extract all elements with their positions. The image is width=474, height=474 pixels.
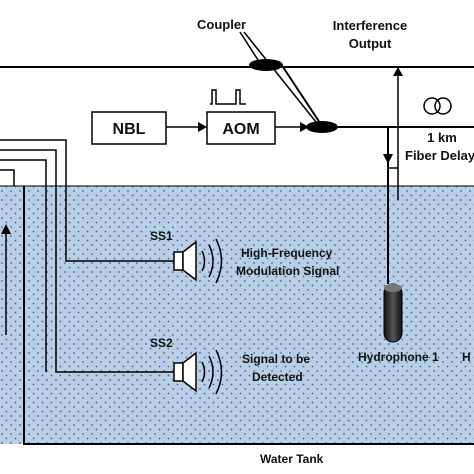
- nbl-box: [91, 111, 167, 145]
- signal-label-1: Signal to be: [242, 352, 310, 366]
- interference-label-1: Interference: [333, 18, 407, 33]
- signal-label-2: Detected: [252, 370, 303, 384]
- arrowhead-icon: [383, 154, 393, 164]
- coupler-top: [249, 59, 283, 71]
- aom-label: AOM: [222, 121, 259, 138]
- speaker-icon: [173, 349, 223, 395]
- interference-label-2: Output: [349, 36, 392, 51]
- fiber-delay-icon: [423, 97, 452, 115]
- aom-box: [206, 111, 276, 145]
- speaker-icon: [173, 238, 223, 284]
- pulse-icon: [210, 89, 246, 105]
- water-tank: [0, 185, 474, 445]
- fiber-delay-label-2: Fiber Delay: [405, 148, 474, 163]
- arrowhead-icon: [393, 67, 403, 76]
- hydrophone-1-label: Hydrophone 1: [358, 350, 439, 364]
- water-tank-label: Water Tank: [260, 452, 324, 466]
- coupler-pointer-2: [243, 31, 317, 123]
- coupler-bottom: [306, 121, 338, 133]
- ss2-return: [0, 159, 47, 372]
- coupler-label: Coupler: [197, 17, 246, 32]
- hf-label-2: Modulation Signal: [236, 264, 339, 278]
- fiber-delay-label-1: 1 km: [427, 130, 457, 145]
- arrowhead-icon: [1, 224, 11, 234]
- ss1-label: SS1: [150, 229, 173, 243]
- ss2-label: SS2: [150, 336, 173, 350]
- tank-wall: [23, 186, 474, 445]
- hf-label-1: High-Frequency: [241, 246, 333, 260]
- arrowhead-icon: [198, 122, 207, 132]
- left-wire: [0, 169, 15, 186]
- ss1-wire: [0, 139, 174, 262]
- coupler-pointer-1: [239, 31, 259, 61]
- hydrophone-1: [383, 283, 403, 343]
- hydrophone-2-label-cut: H: [462, 350, 471, 364]
- water-texture: [0, 186, 474, 444]
- coupler-cross-fiber: [282, 66, 323, 127]
- arrowhead-icon: [300, 122, 309, 132]
- ss2-wire: [0, 149, 174, 373]
- nbl-label: NBL: [113, 121, 146, 138]
